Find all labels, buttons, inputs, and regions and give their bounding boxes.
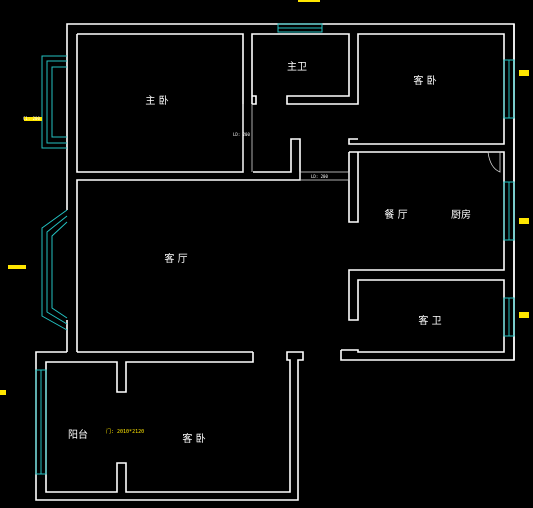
room-kitchen: 厨房: [451, 208, 471, 221]
door-openings: [242, 104, 501, 181]
marker-left-1: [24, 117, 42, 121]
window-tag-left: C1: 200: [23, 116, 40, 121]
room-labels: 主 卧 主卫 客 卧 餐 厅 厨房 客 厅 客 卫 阳台 客 卧: [68, 61, 471, 445]
dim-label-upper: LD: 200: [233, 132, 250, 137]
room-dining: 餐 厅: [384, 208, 407, 221]
dim-label-middle: LD: 200: [311, 174, 328, 179]
tag-markers: [0, 0, 529, 395]
door-tag: 门: 2010*2120: [106, 428, 144, 435]
marker-right-2: [519, 218, 529, 224]
room-master-bedroom: 主 卧: [145, 94, 168, 107]
room-bedroom-sw: 客 卧: [182, 432, 205, 445]
window-bay-living: [41, 209, 68, 331]
room-balcony: 阳台: [68, 428, 88, 441]
room-master-bath: 主卫: [287, 61, 307, 73]
annotations: LD: 200 LD: 200 C1: 200 门: 2010*2120: [23, 116, 328, 435]
room-guest-bath: 客 卫: [418, 314, 441, 327]
window-bay-master: [41, 55, 67, 149]
interior-walls: [251, 24, 515, 360]
windows: [35, 23, 515, 475]
marker-left-2: [8, 265, 26, 269]
marker-right-1: [519, 70, 529, 76]
marker-top: [298, 0, 320, 2]
room-bedroom-ne: 客 卧: [413, 74, 436, 87]
marker-left-3: [0, 390, 6, 395]
door-swing-icon: [487, 151, 501, 173]
room-living: 客 厅: [164, 252, 187, 265]
marker-right-3: [519, 312, 529, 318]
